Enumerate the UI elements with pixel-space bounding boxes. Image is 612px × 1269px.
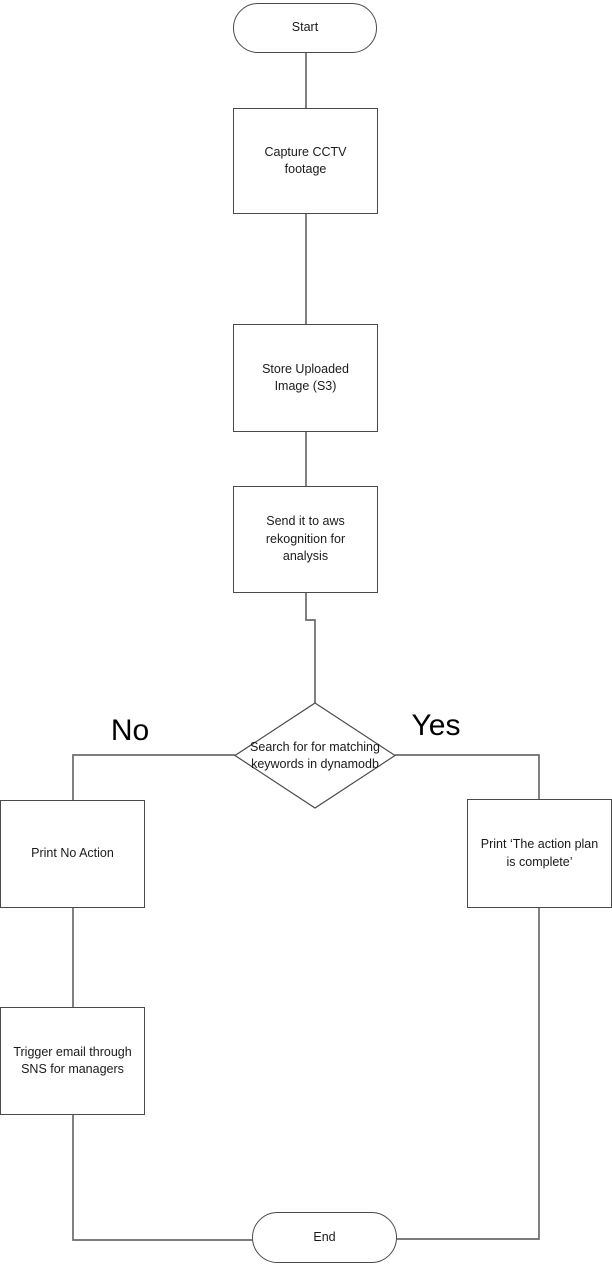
connector-trigger-to-end <box>72 1115 252 1241</box>
process-print-no-action: Print No Action <box>0 800 145 908</box>
connector-no-branch <box>72 754 235 800</box>
edge-label-yes: Yes <box>411 709 461 742</box>
decision-diamond <box>233 702 397 809</box>
end-node: End <box>252 1212 397 1263</box>
process-print-action-plan-complete: Print ‘The action plan is complete’ <box>467 799 612 908</box>
start-node: Start <box>233 3 377 53</box>
process-trigger-email-sns: Trigger email through SNS for managers <box>0 1007 145 1115</box>
edge-label-no: No <box>110 714 150 747</box>
process-capture-cctv-footage: Capture CCTV footage <box>233 108 378 214</box>
decision-search-keywords-label: Search for for matching keywords in dyna… <box>250 739 380 771</box>
process-store-uploaded-image-s3: Store Uploaded Image (S3) <box>233 324 378 432</box>
connector-send-to-decision <box>305 593 316 703</box>
connector-yes-branch <box>395 754 540 799</box>
connector-printdone-to-end <box>397 908 540 1240</box>
process-send-to-aws-rekognition: Send it to aws rekognition for analysis <box>233 486 378 593</box>
